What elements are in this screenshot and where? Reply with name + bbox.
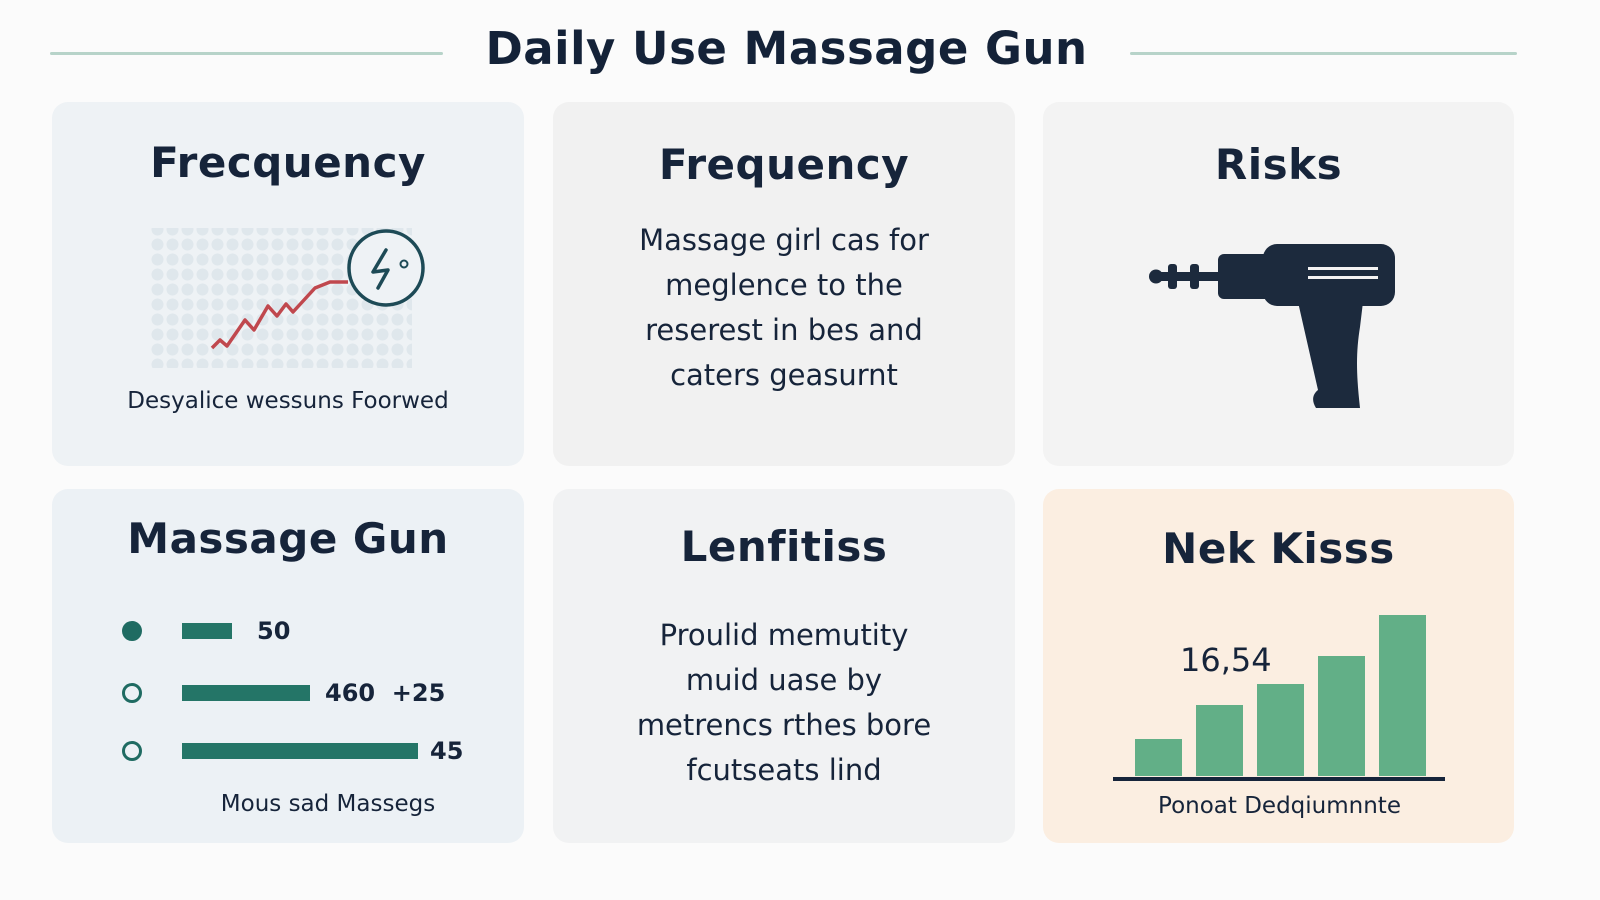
card-caption: Mous sad Massegs (220, 791, 436, 817)
chart-bar (1135, 739, 1182, 776)
card-title: Nek Kisss (1162, 524, 1395, 573)
trend-chart-icon (150, 228, 425, 368)
card-body: Massage girl cas for meglence to the res… (639, 223, 929, 392)
filled-dot-icon (122, 621, 142, 641)
chart-bar (1257, 684, 1304, 776)
chart-bar (1196, 705, 1243, 776)
header-rule-left (50, 52, 443, 55)
card-nek-kisss: Nek Kisss 16,54 Ponoat Dedqiumnnte (1043, 489, 1514, 843)
card-title: Massage Gun (127, 514, 449, 563)
page-header: Daily Use Massage Gun (0, 0, 1600, 100)
legend-value: 460 +25 (325, 679, 446, 707)
bar-value-label: 16,54 (1180, 641, 1272, 679)
chart-bar (1318, 656, 1365, 776)
legend-bar (182, 743, 418, 759)
card-title: Lenfitiss (680, 522, 888, 571)
card-title: Risks (1214, 140, 1343, 189)
card-lenfitiss: Lenfitiss Proulid memutity muid uase by … (553, 489, 1015, 843)
chart-bar (1379, 615, 1426, 776)
card-title: Frecquency (150, 138, 426, 187)
card-caption: Ponoat Dedqiumnnte (1158, 793, 1401, 819)
chart-x-axis (1113, 777, 1445, 781)
bar-chart: 16,54 (1113, 609, 1448, 784)
legend-bar (182, 623, 232, 639)
card-title: Frequency (658, 140, 910, 189)
card-frequency: Frequency Massage girl cas for meglence … (553, 102, 1015, 466)
lightning-icon (371, 248, 390, 290)
page-title: Daily Use Massage Gun (485, 22, 1088, 75)
outline-dot-icon (122, 683, 142, 703)
card-risks: Risks (1043, 102, 1514, 466)
card-body: Proulid memutity muid uase by metrencs r… (636, 618, 932, 787)
legend-value: 45 (430, 737, 464, 765)
legend-value: 50 (257, 617, 291, 645)
legend-bar (182, 685, 310, 701)
card-frecquency: Frecquency Desyalice wessuns Foorwed (52, 102, 524, 466)
outline-dot-icon (122, 741, 142, 761)
massage-gun-icon (1149, 244, 1395, 408)
header-rule-right (1130, 52, 1517, 55)
card-caption: Desyalice wessuns Foorwed (127, 388, 449, 414)
card-massage-gun: Massage Gun 50 460 +25 45 Mous sad Masse… (52, 489, 524, 843)
